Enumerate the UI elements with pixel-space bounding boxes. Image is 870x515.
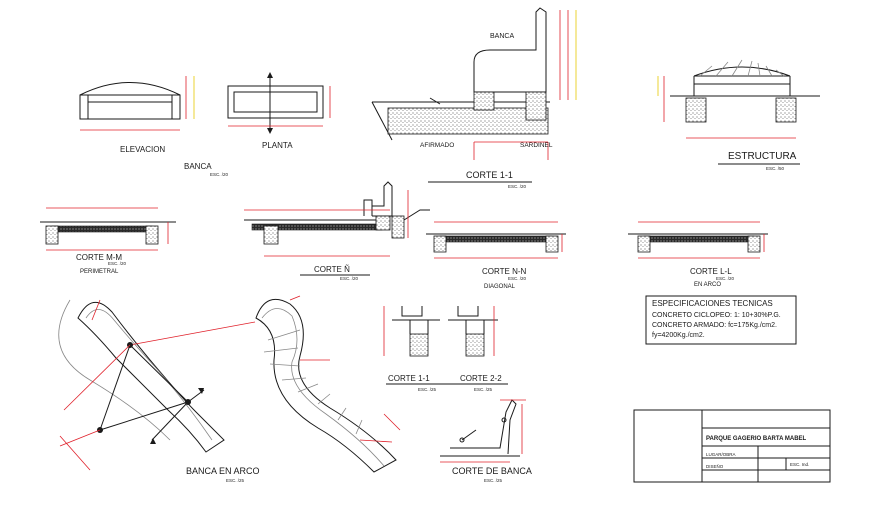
corte-n-tilde-label: CORTE Ñ [314,265,350,274]
title-block-field-c: ESC. Ind. [790,462,809,467]
en-arco-label: EN ARCO [694,282,721,288]
corte-n-n-view: CORTE N-N ESC. /20 DIAGONAL [426,221,566,290]
planta-view: PLANTA [227,72,331,150]
banca-en-arco-view: BANCA EN ARCO ESC. /25 [58,299,260,483]
corte-de-banca-label: CORTE DE BANCA [452,466,532,476]
banca-title: BANCA [184,162,212,171]
estructura-view: ESTRUCTURA ESC. /50 [657,59,820,171]
planta-label: PLANTA [262,141,293,150]
corte-1-1-scale: ESC. /20 [508,184,527,189]
corte-ll-scale: ESC. /20 [716,276,735,281]
corte-n-tilde-view: CORTE Ñ ESC. /20 [244,181,430,281]
title-block-project: PARQUE GAGERIO BARTA MABEL [706,436,807,442]
specs-line-1: CONCRETO CICLOPEO: 1: 10+30%P.G. [652,312,781,319]
corte-1-1-banca-label: BANCA [490,33,514,40]
corte-de-banca-scale: ESC. /25 [484,478,503,483]
corte-1-1-view: BANCA AFIRMADO SARDINEL CORTE 1-1 ESC. /… [371,7,577,189]
specs-title: ESPECIFICACIONES TECNICAS [652,299,773,308]
corte-1-1-label: CORTE 1-1 [466,170,513,180]
specifications-box: ESPECIFICACIONES TECNICAS CONCRETO CICLO… [645,295,797,345]
title-block: PARQUE GAGERIO BARTA MABEL LUGAR/OBRA DI… [633,409,831,483]
corte-n-scale: ESC. /20 [340,276,359,281]
elevacion-label: ELEVACION [120,145,165,154]
banca-arco-plan-view [255,295,401,473]
small-cortes-view: CORTE 1-1 CORTE 2-2 ESC. /25 ESC. /25 [383,306,508,392]
corte-m-m-view: CORTE M-M ESC. /20 PERIMETRAL [40,207,176,275]
corte-ll-label: CORTE L-L [690,267,732,276]
corte-22-small-scale: ESC. /25 [474,387,493,392]
estructura-scale: ESC. /50 [766,166,785,171]
perimetral-label: PERIMETRAL [80,269,119,275]
sardinel-label: SARDINEL [520,142,553,149]
diagonal-label: DIAGONAL [484,284,516,290]
title-block-field-b: DISEÑO [706,463,724,469]
corte-nn-label: CORTE N-N [482,267,527,276]
corte-22-small-label: CORTE 2-2 [460,374,502,383]
corte-11-small-label: CORTE 1-1 [388,374,430,383]
banca-en-arco-scale: ESC. /25 [226,478,245,483]
corte-nn-scale: ESC. /20 [508,276,527,281]
corte-l-l-view: CORTE L-L ESC. /20 EN ARCO [628,221,768,288]
specs-line-3: fy=4200Kg./cm2. [652,332,705,339]
title-block-field-a: LUGAR/OBRA [706,452,736,457]
corte-11-small-scale: ESC. /25 [418,387,437,392]
specs-line-2: CONCRETO ARMADO: fc=175Kg./cm2. [652,322,777,329]
elevacion-view: ELEVACION [79,76,195,154]
banca-scale: ESC. /20 [210,172,229,177]
afirmado-label: AFIRMADO [420,142,454,149]
banca-en-arco-label: BANCA EN ARCO [186,466,260,476]
corte-mm-label: CORTE M-M [76,253,122,262]
estructura-label: ESTRUCTURA [728,151,797,162]
corte-de-banca-view: CORTE DE BANCA ESC. /25 [440,399,532,483]
corte-mm-scale: ESC. /20 [108,261,127,266]
